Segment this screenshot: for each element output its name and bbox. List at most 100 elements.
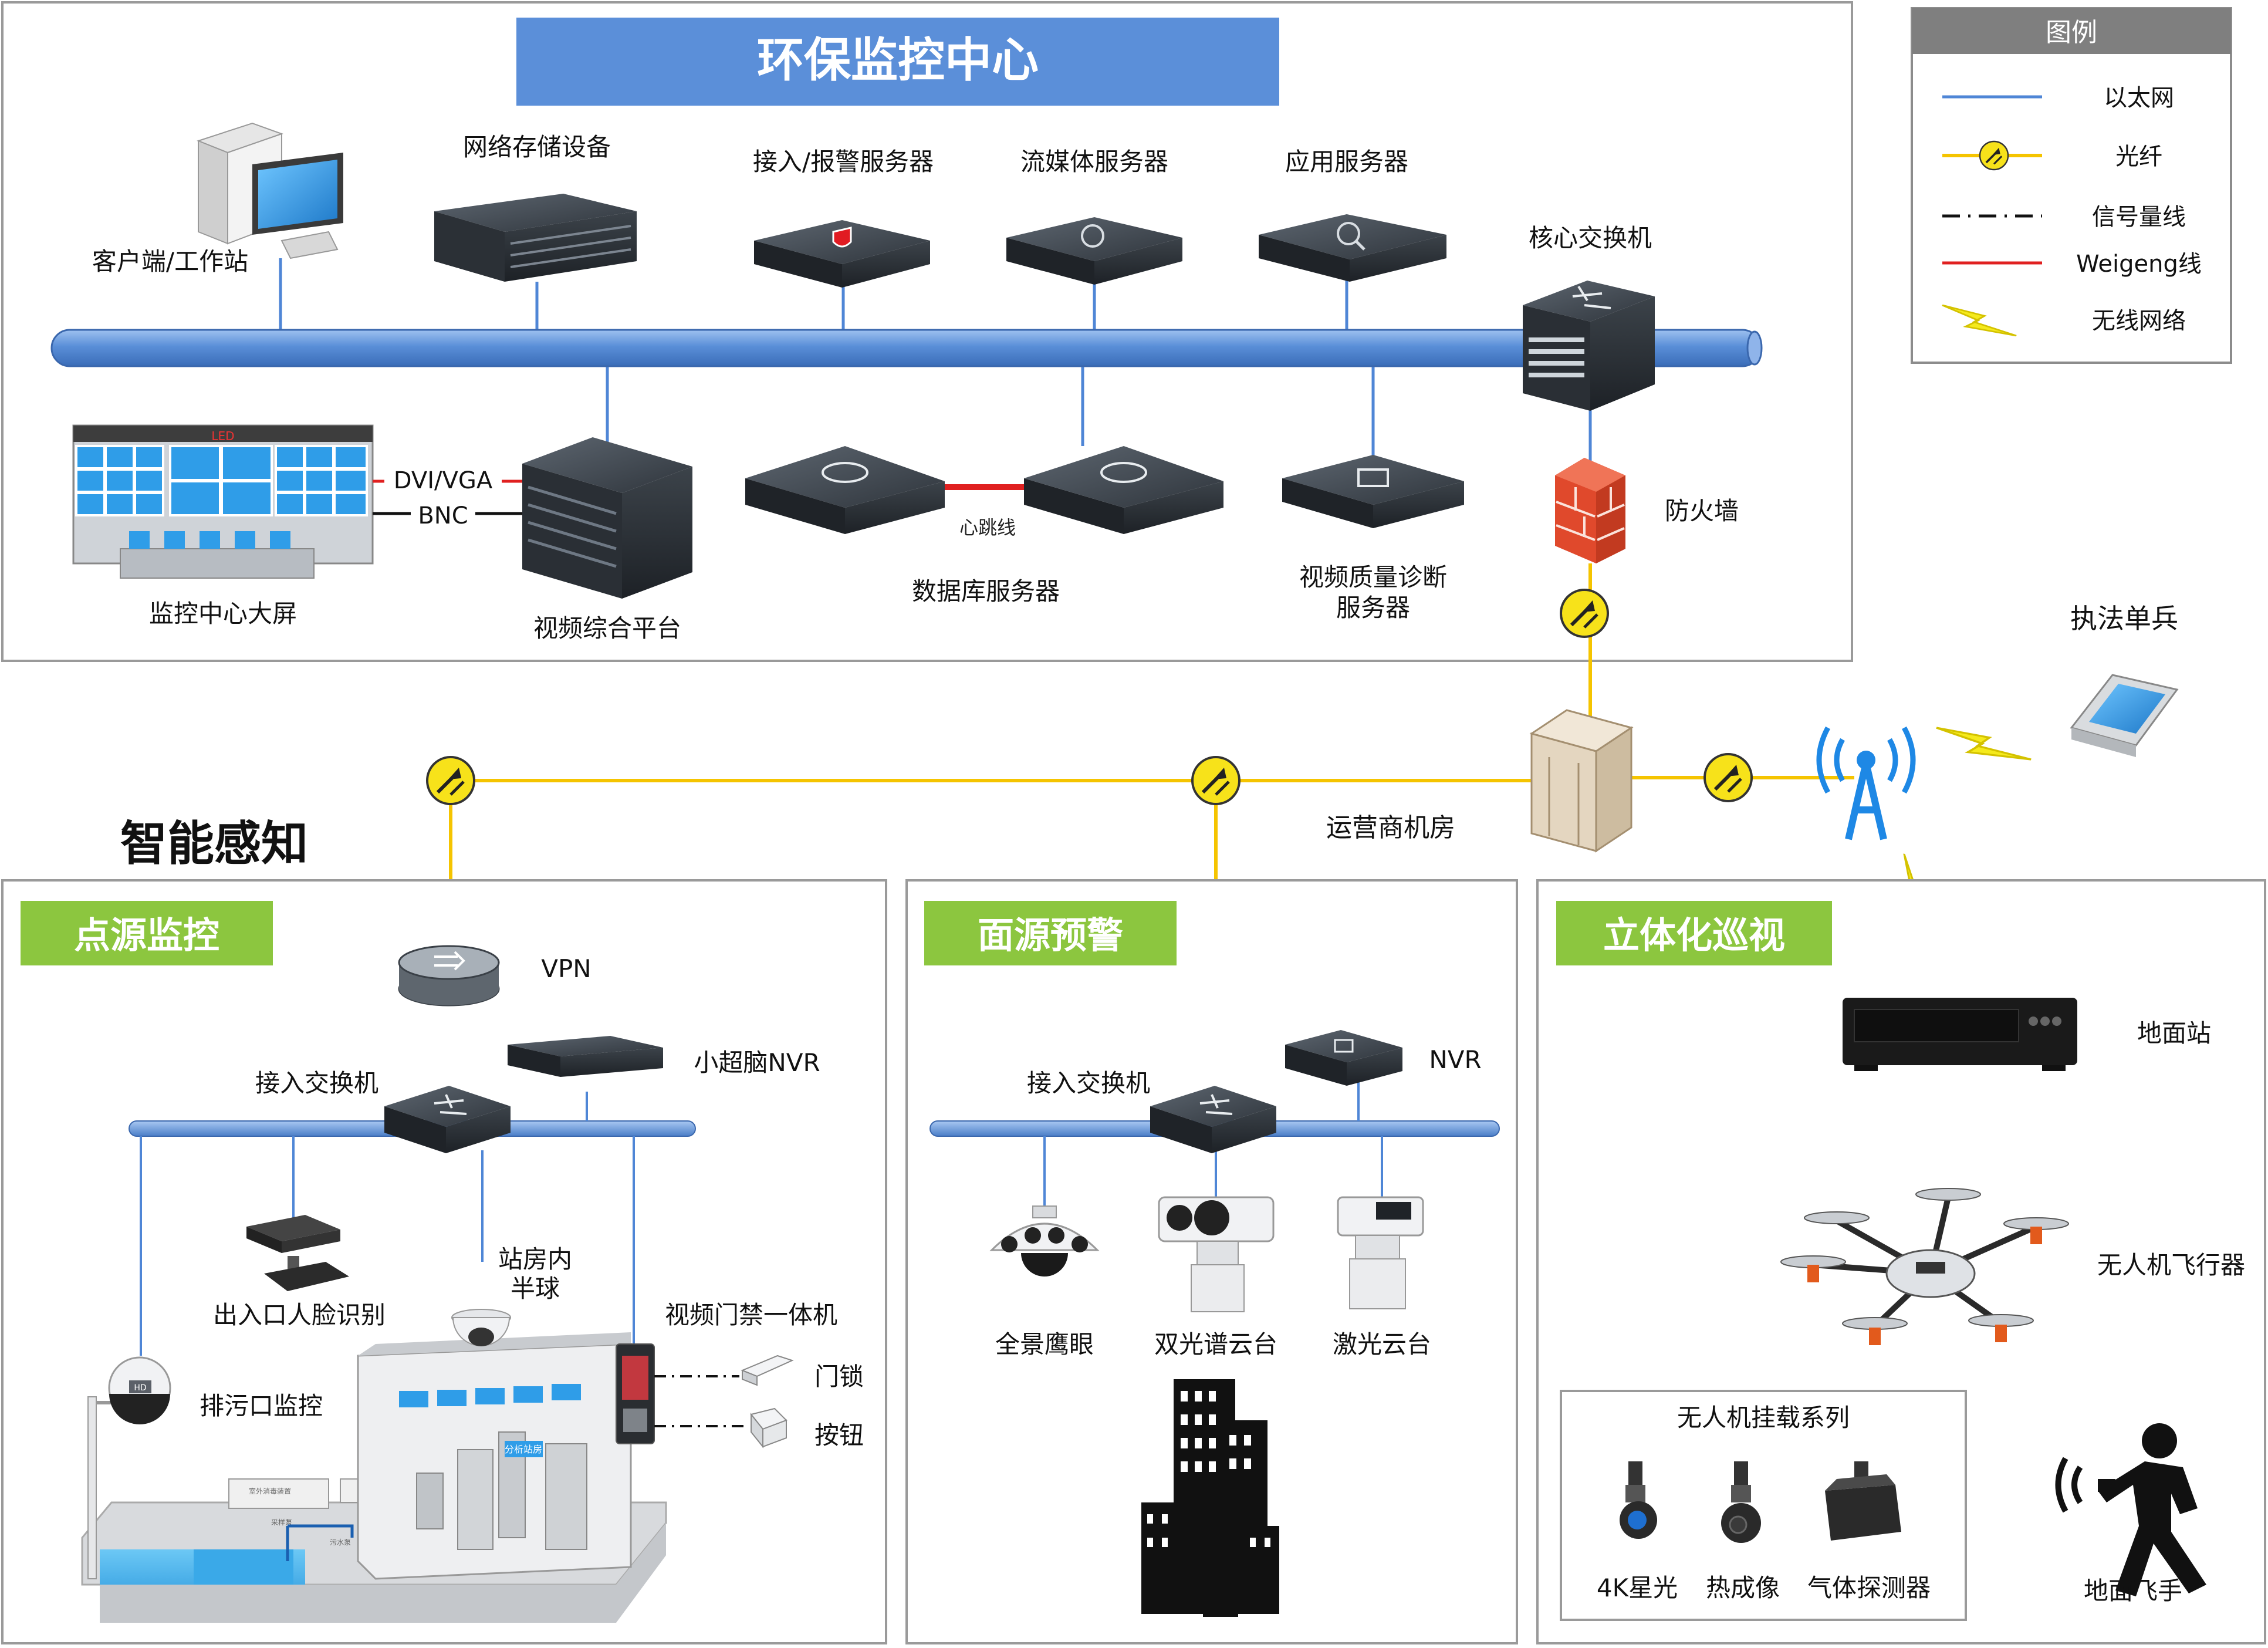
small-nvr-icon <box>508 1036 663 1077</box>
station-building-scene: 分析站房 室外消毒装置 采样泵 污水泵 <box>81 1332 667 1623</box>
point-switch-label: 接入交换机 <box>255 1069 378 1097</box>
db-server-1-icon <box>745 446 945 534</box>
point-source-title: 点源监控 <box>74 914 219 957</box>
fiber-node-area-icon <box>1192 757 1239 804</box>
lock-label: 门锁 <box>814 1362 864 1391</box>
face-recognition-camera-icon <box>246 1215 349 1291</box>
outfall-ptz-camera-icon: HD <box>87 1356 171 1579</box>
city-buildings-icon <box>1141 1379 1279 1617</box>
drone-icon <box>1780 1188 2069 1345</box>
dome-camera-icon <box>451 1309 511 1346</box>
station-sign: 分析站房 <box>505 1444 542 1455</box>
vpn-router-icon <box>398 945 500 1007</box>
dvi-vga-label: DVI/VGA <box>394 467 493 494</box>
area-nvr-label: NVR <box>1429 1045 1481 1074</box>
payload-4k-starlight-icon <box>1620 1461 1657 1539</box>
client-label: 客户端/工作站 <box>92 247 248 276</box>
face-recognition-label: 出入口人脸识别 <box>213 1301 386 1329</box>
app-server-label: 应用服务器 <box>1285 147 1408 176</box>
officer-handset-icon <box>2070 674 2179 757</box>
patrol-title-tag <box>1556 901 1832 965</box>
operator-cabinet-icon <box>1529 709 1634 853</box>
video-platform-icon <box>522 437 692 599</box>
outfall-label: 排污口监控 <box>200 1392 323 1420</box>
fiber-node-point-icon <box>427 757 474 804</box>
streaming-media-server-icon <box>1006 217 1182 285</box>
access-server-label: 接入/报警服务器 <box>753 147 934 176</box>
pilot-label: 地面飞手 <box>2084 1576 2182 1605</box>
door-access-terminal-icon <box>616 1343 655 1444</box>
hd-badge: HD <box>134 1383 146 1393</box>
client-workstation-icon <box>197 122 343 259</box>
patrol-title: 立体化巡视 <box>1603 914 1785 957</box>
main-ethernet-bus <box>50 329 1762 367</box>
dual-label: 双光谱云台 <box>1154 1330 1277 1359</box>
payload-gas-detector-icon <box>1825 1461 1901 1541</box>
vqd-label-1: 视频质量诊断 <box>1299 563 1447 592</box>
eagle-label: 全景鹰眼 <box>995 1330 1094 1359</box>
legend-box <box>1911 7 2232 364</box>
operator-room-label: 运营商机房 <box>1326 813 1455 843</box>
payload-gas-label: 气体探测器 <box>1807 1573 1931 1602</box>
area-bus-drops <box>1043 1077 1383 1209</box>
core-switch-icon <box>1523 281 1655 411</box>
small-nvr-label: 小超脑NVR <box>694 1048 820 1077</box>
nas-storage-icon <box>434 194 637 282</box>
dome-label-2: 半球 <box>511 1274 560 1303</box>
sensing-title: 智能感知 <box>120 816 308 871</box>
vqd-label-2: 服务器 <box>1336 593 1410 622</box>
big-screen-label: 监控中心大屏 <box>149 599 297 628</box>
point-bus-drops <box>140 1092 635 1356</box>
laser-label: 激光云台 <box>1333 1330 1431 1359</box>
firewall-label: 防火墙 <box>1665 497 1739 525</box>
heartbeat-label: 心跳线 <box>959 516 1016 539</box>
legend-signal: 信号量线 <box>2092 204 2186 231</box>
button-label: 按钮 <box>814 1421 864 1450</box>
application-server-icon <box>1259 214 1446 282</box>
area-access-switch-icon <box>1150 1086 1276 1153</box>
door-unit-label: 视频门禁一体机 <box>665 1301 837 1329</box>
scene-label-1: 室外消毒装置 <box>249 1487 291 1495</box>
bnc-label: BNC <box>418 502 468 529</box>
scene-label-3: 污水泵 <box>330 1538 351 1546</box>
wireless-tower-icon <box>1816 726 1916 840</box>
area-switch-label: 接入交换机 <box>1027 1069 1150 1097</box>
nas-label: 网络存储设备 <box>463 133 611 161</box>
db-server-2-icon <box>1024 446 1223 534</box>
payload-thermal-label: 热成像 <box>1706 1573 1780 1602</box>
legend-fiber: 光纤 <box>2115 143 2162 170</box>
area-warning-title-tag <box>924 901 1177 965</box>
led-sign: LED <box>211 429 234 443</box>
area-warning-title: 面源预警 <box>978 914 1123 957</box>
payload-title: 无人机挂载系列 <box>1677 1403 1850 1432</box>
center-title: 环保监控中心 <box>757 33 1039 87</box>
db-server-label: 数据库服务器 <box>912 577 1060 606</box>
center-title-banner <box>516 18 1279 106</box>
drone-label: 无人机飞行器 <box>2097 1251 2245 1279</box>
core-switch-label: 核心交换机 <box>1529 224 1652 252</box>
exit-button-icon <box>750 1407 787 1448</box>
door-lock-icon <box>741 1355 794 1386</box>
legend-ethernet: 以太网 <box>2104 85 2174 112</box>
point-access-switch-icon <box>384 1086 511 1153</box>
legend-fiber-node-icon <box>1979 140 2009 171</box>
payload-thermal-icon <box>1721 1461 1761 1543</box>
legend-header <box>1912 8 2231 54</box>
media-server-label: 流媒体服务器 <box>1020 147 1168 176</box>
laser-ptz-icon <box>1337 1196 1424 1309</box>
legend-weigeng: Weigeng线 <box>2076 251 2202 278</box>
video-platform-label: 视频综合平台 <box>533 614 681 643</box>
area-nvr-icon <box>1285 1030 1402 1086</box>
fiber-node-wireless-icon <box>1705 754 1752 801</box>
legend-title: 图例 <box>2046 18 2097 48</box>
fiber-node-firewall-icon <box>1561 590 1608 637</box>
ground-station-icon <box>1843 998 2077 1071</box>
dual-spectrum-ptz-icon <box>1158 1196 1275 1312</box>
big-screen-wall-icon: LED <box>72 424 374 579</box>
panoramic-camera-icon <box>989 1205 1100 1276</box>
firewall-icon <box>1555 458 1625 563</box>
ground-station-label: 地面站 <box>2137 1019 2211 1048</box>
vpn-label: VPN <box>541 954 591 983</box>
wireless-bolt-officer-icon <box>1936 722 2031 765</box>
